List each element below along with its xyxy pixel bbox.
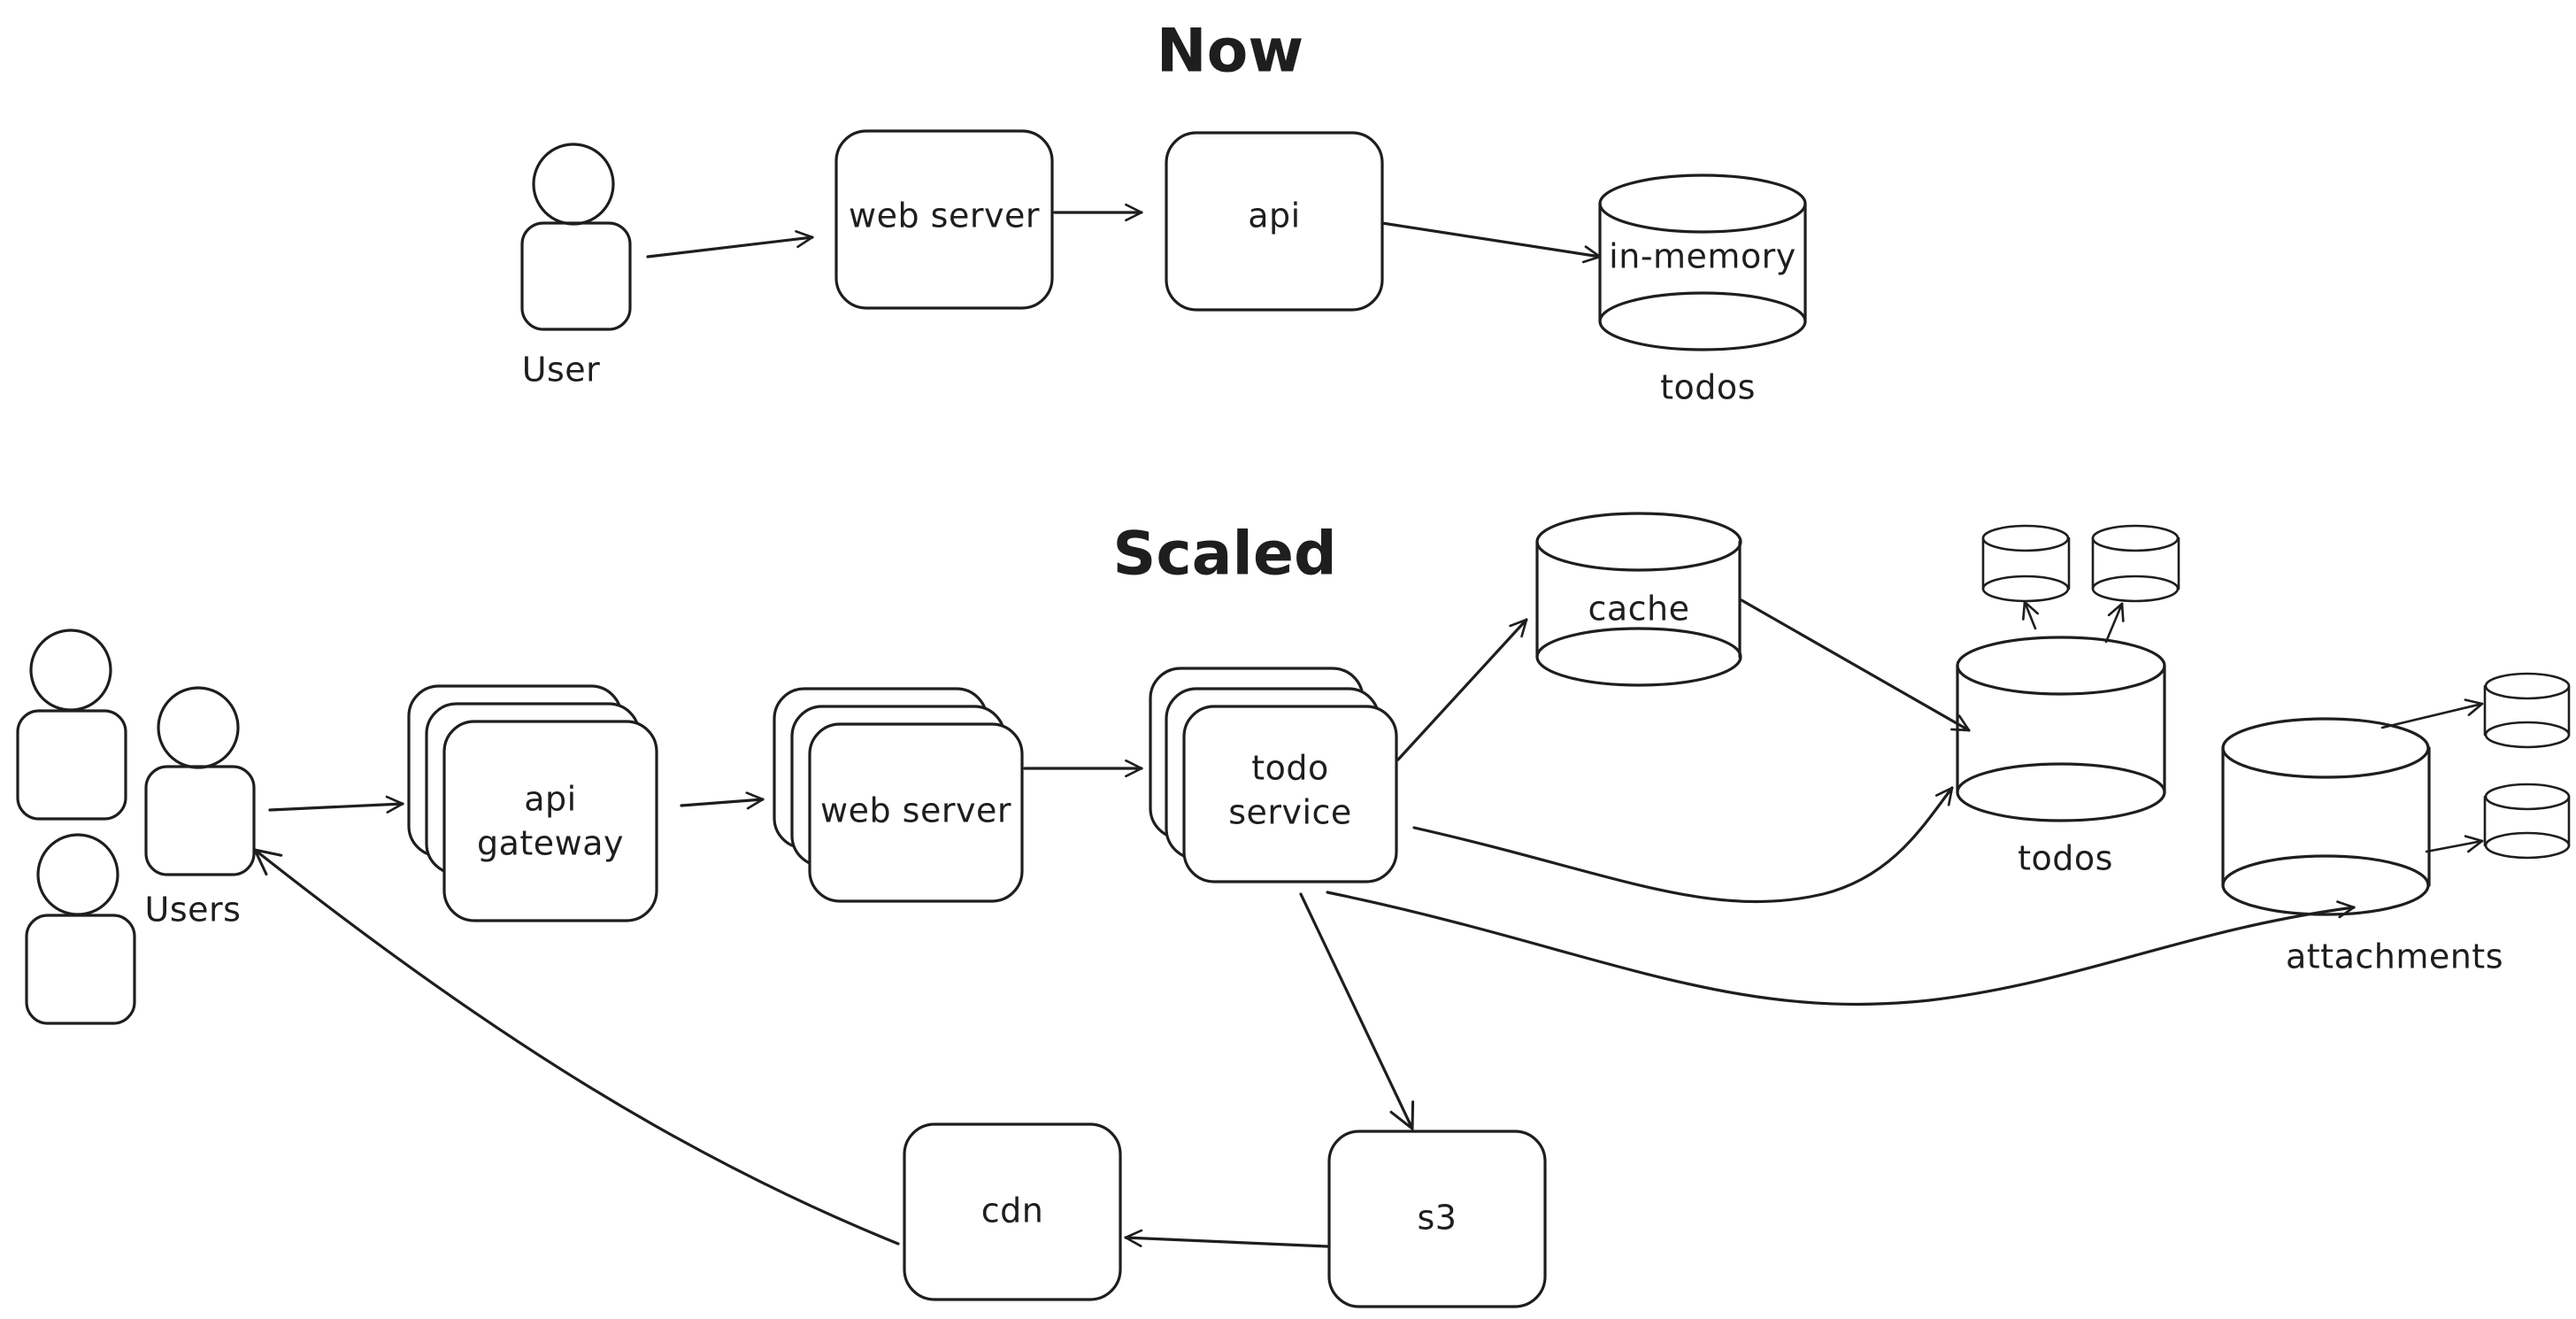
todos-replica-icon-2 bbox=[2091, 524, 2180, 603]
todos-scaled-caption: todos bbox=[2018, 839, 2113, 878]
user-label: User bbox=[522, 351, 601, 390]
attachments-caption: attachments bbox=[2286, 937, 2503, 976]
user-actor-icon bbox=[520, 143, 632, 331]
web-server-label: web server bbox=[849, 197, 1040, 235]
arrow-todoservice-to-s3 bbox=[1299, 892, 1415, 1130]
web-server-stack bbox=[773, 687, 1024, 903]
arrow-todoservice-to-cache bbox=[1396, 618, 1528, 761]
web-server-scaled-label: web server bbox=[820, 791, 1011, 830]
arrow-attachments-to-replica-2 bbox=[2425, 835, 2484, 853]
s3-label: s3 bbox=[1418, 1199, 1457, 1238]
api-label: api bbox=[1248, 197, 1300, 235]
arrow-cache-to-todos bbox=[1740, 598, 1971, 732]
todo-service-label-line2: service bbox=[1228, 793, 1352, 832]
attachments-replica-icon-1 bbox=[2483, 672, 2571, 749]
cdn-label: cdn bbox=[981, 1192, 1044, 1230]
s3-box bbox=[1327, 1130, 1547, 1308]
users-actor-icon-2 bbox=[144, 686, 256, 876]
users-actor-icon-1 bbox=[16, 629, 127, 821]
api-box bbox=[1165, 131, 1384, 312]
title-now: Now bbox=[1157, 17, 1303, 87]
arrow-user-to-webserver bbox=[646, 230, 814, 258]
todos-replica-icon-1 bbox=[1981, 524, 2071, 603]
cache-db-icon bbox=[1535, 512, 1742, 687]
arrow-api-to-db bbox=[1380, 221, 1602, 264]
users-actor-icon-3 bbox=[25, 833, 136, 1025]
todos-db-caption-now: todos bbox=[1660, 368, 1756, 407]
cache-label: cache bbox=[1588, 590, 1689, 629]
arrow-users-to-gateway bbox=[268, 795, 404, 814]
arrow-todos-to-replica-1 bbox=[2022, 600, 2040, 630]
arrow-attachments-to-replica-1 bbox=[2380, 698, 2484, 729]
cdn-box bbox=[903, 1122, 1122, 1301]
todos-db-icon bbox=[1956, 636, 2166, 822]
in-memory-label: in-memory bbox=[1609, 237, 1796, 276]
attachments-replica-icon-2 bbox=[2483, 783, 2571, 860]
title-scaled: Scaled bbox=[1112, 520, 1336, 590]
todo-service-label-line1: todo bbox=[1251, 749, 1329, 788]
arrow-s3-to-cdn bbox=[1124, 1229, 1329, 1248]
arrow-todoservice-to-attachments bbox=[1326, 891, 2356, 1007]
api-gateway-label-line2: gateway bbox=[477, 824, 624, 863]
api-gateway-label-line1: api bbox=[524, 780, 576, 819]
arrow-cdn-to-users bbox=[253, 848, 900, 1246]
attachments-db-icon bbox=[2221, 717, 2431, 916]
arrow-todoservice-to-todos bbox=[1412, 786, 1954, 904]
arrow-gateway-to-webserver bbox=[680, 791, 765, 810]
arrow-todos-to-replica-2 bbox=[2104, 602, 2125, 644]
users-label: Users bbox=[145, 891, 242, 929]
api-gateway-stack bbox=[407, 684, 658, 922]
todo-service-stack bbox=[1149, 667, 1398, 883]
web-server-box bbox=[834, 129, 1054, 310]
